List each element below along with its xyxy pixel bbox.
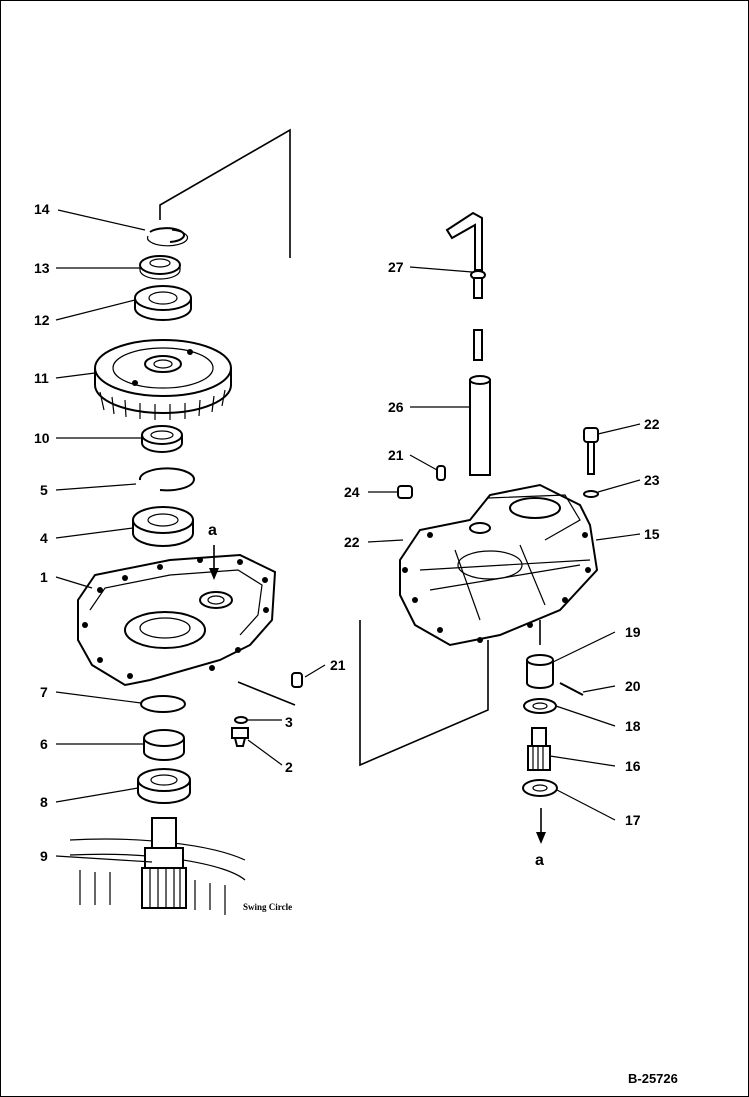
callout-6: 6 [40,736,48,752]
callout-13: 13 [34,260,50,276]
part-10-bearing [141,425,183,453]
callout-24: 24 [344,484,360,500]
part-7-o-ring [140,695,186,713]
part-3-o-ring [234,716,248,724]
callout-8: 8 [40,794,48,810]
part-18-bearing [523,698,557,714]
part-15-cover [399,483,599,647]
part-21-pin-right [436,465,446,481]
arrow-a-top-head [209,568,219,580]
leader-lines [55,209,641,863]
callout-15: 15 [644,526,660,542]
part-11-gear [94,339,232,420]
callout-16: 16 [625,758,641,774]
part-16-gear-shaft [527,727,551,771]
callout-11: 11 [34,370,49,386]
callout-14: 14 [34,201,50,217]
part-1-housing [77,553,277,687]
part-12-roller-bearing [134,285,192,321]
callout-26: 26 [388,399,404,415]
callout-19: 19 [625,624,641,640]
part-19-bushing [526,654,554,689]
part-4-roller-bearing [132,506,194,547]
part-2-plug [231,727,249,747]
part-6-bushing [143,729,185,761]
callout-23: 23 [644,472,660,488]
connector-line-pin [237,681,296,706]
part-21-pin-left [291,672,303,688]
callout-5: 5 [40,482,48,498]
callout-27: 27 [388,259,404,275]
part-24-plug [397,485,413,499]
callout-9: 9 [40,848,48,864]
part-27-level-gauge [445,211,486,361]
reference-a-top: a [208,522,217,539]
callout-10: 10 [34,430,50,446]
callout-21-left: 21 [330,657,346,673]
callout-4: 4 [40,530,48,546]
connector-line-top [159,128,291,258]
part-8-bearing [137,768,191,804]
callout-1: 1 [40,569,48,585]
callout-22-lower: 22 [344,534,360,550]
part-13-bearing [139,255,181,280]
part-22-bolt [583,427,599,475]
reference-a-bottom: a [535,852,544,869]
part-23-washer [583,490,599,498]
part-14-snap-ring [146,227,189,247]
callout-12: 12 [34,312,50,328]
callout-7: 7 [40,684,48,700]
swing-circle-label: Swing Circle [243,902,292,912]
callout-22: 22 [644,416,660,432]
part-5-snap-ring [138,467,195,492]
callout-21-right: 21 [388,447,404,463]
part-20-pin [559,682,584,696]
callout-20: 20 [625,678,641,694]
callout-18: 18 [625,718,641,734]
callout-3: 3 [285,714,293,730]
part-9-pinion-shaft [69,817,246,915]
drawing-code: B-25726 [628,1071,678,1086]
callout-2: 2 [285,759,293,775]
callout-17: 17 [625,812,641,828]
arrow-a-bottom-head [536,832,546,844]
part-17-bearing [522,779,558,797]
part-26-pipe [469,375,491,476]
connector-line-right [359,620,489,767]
